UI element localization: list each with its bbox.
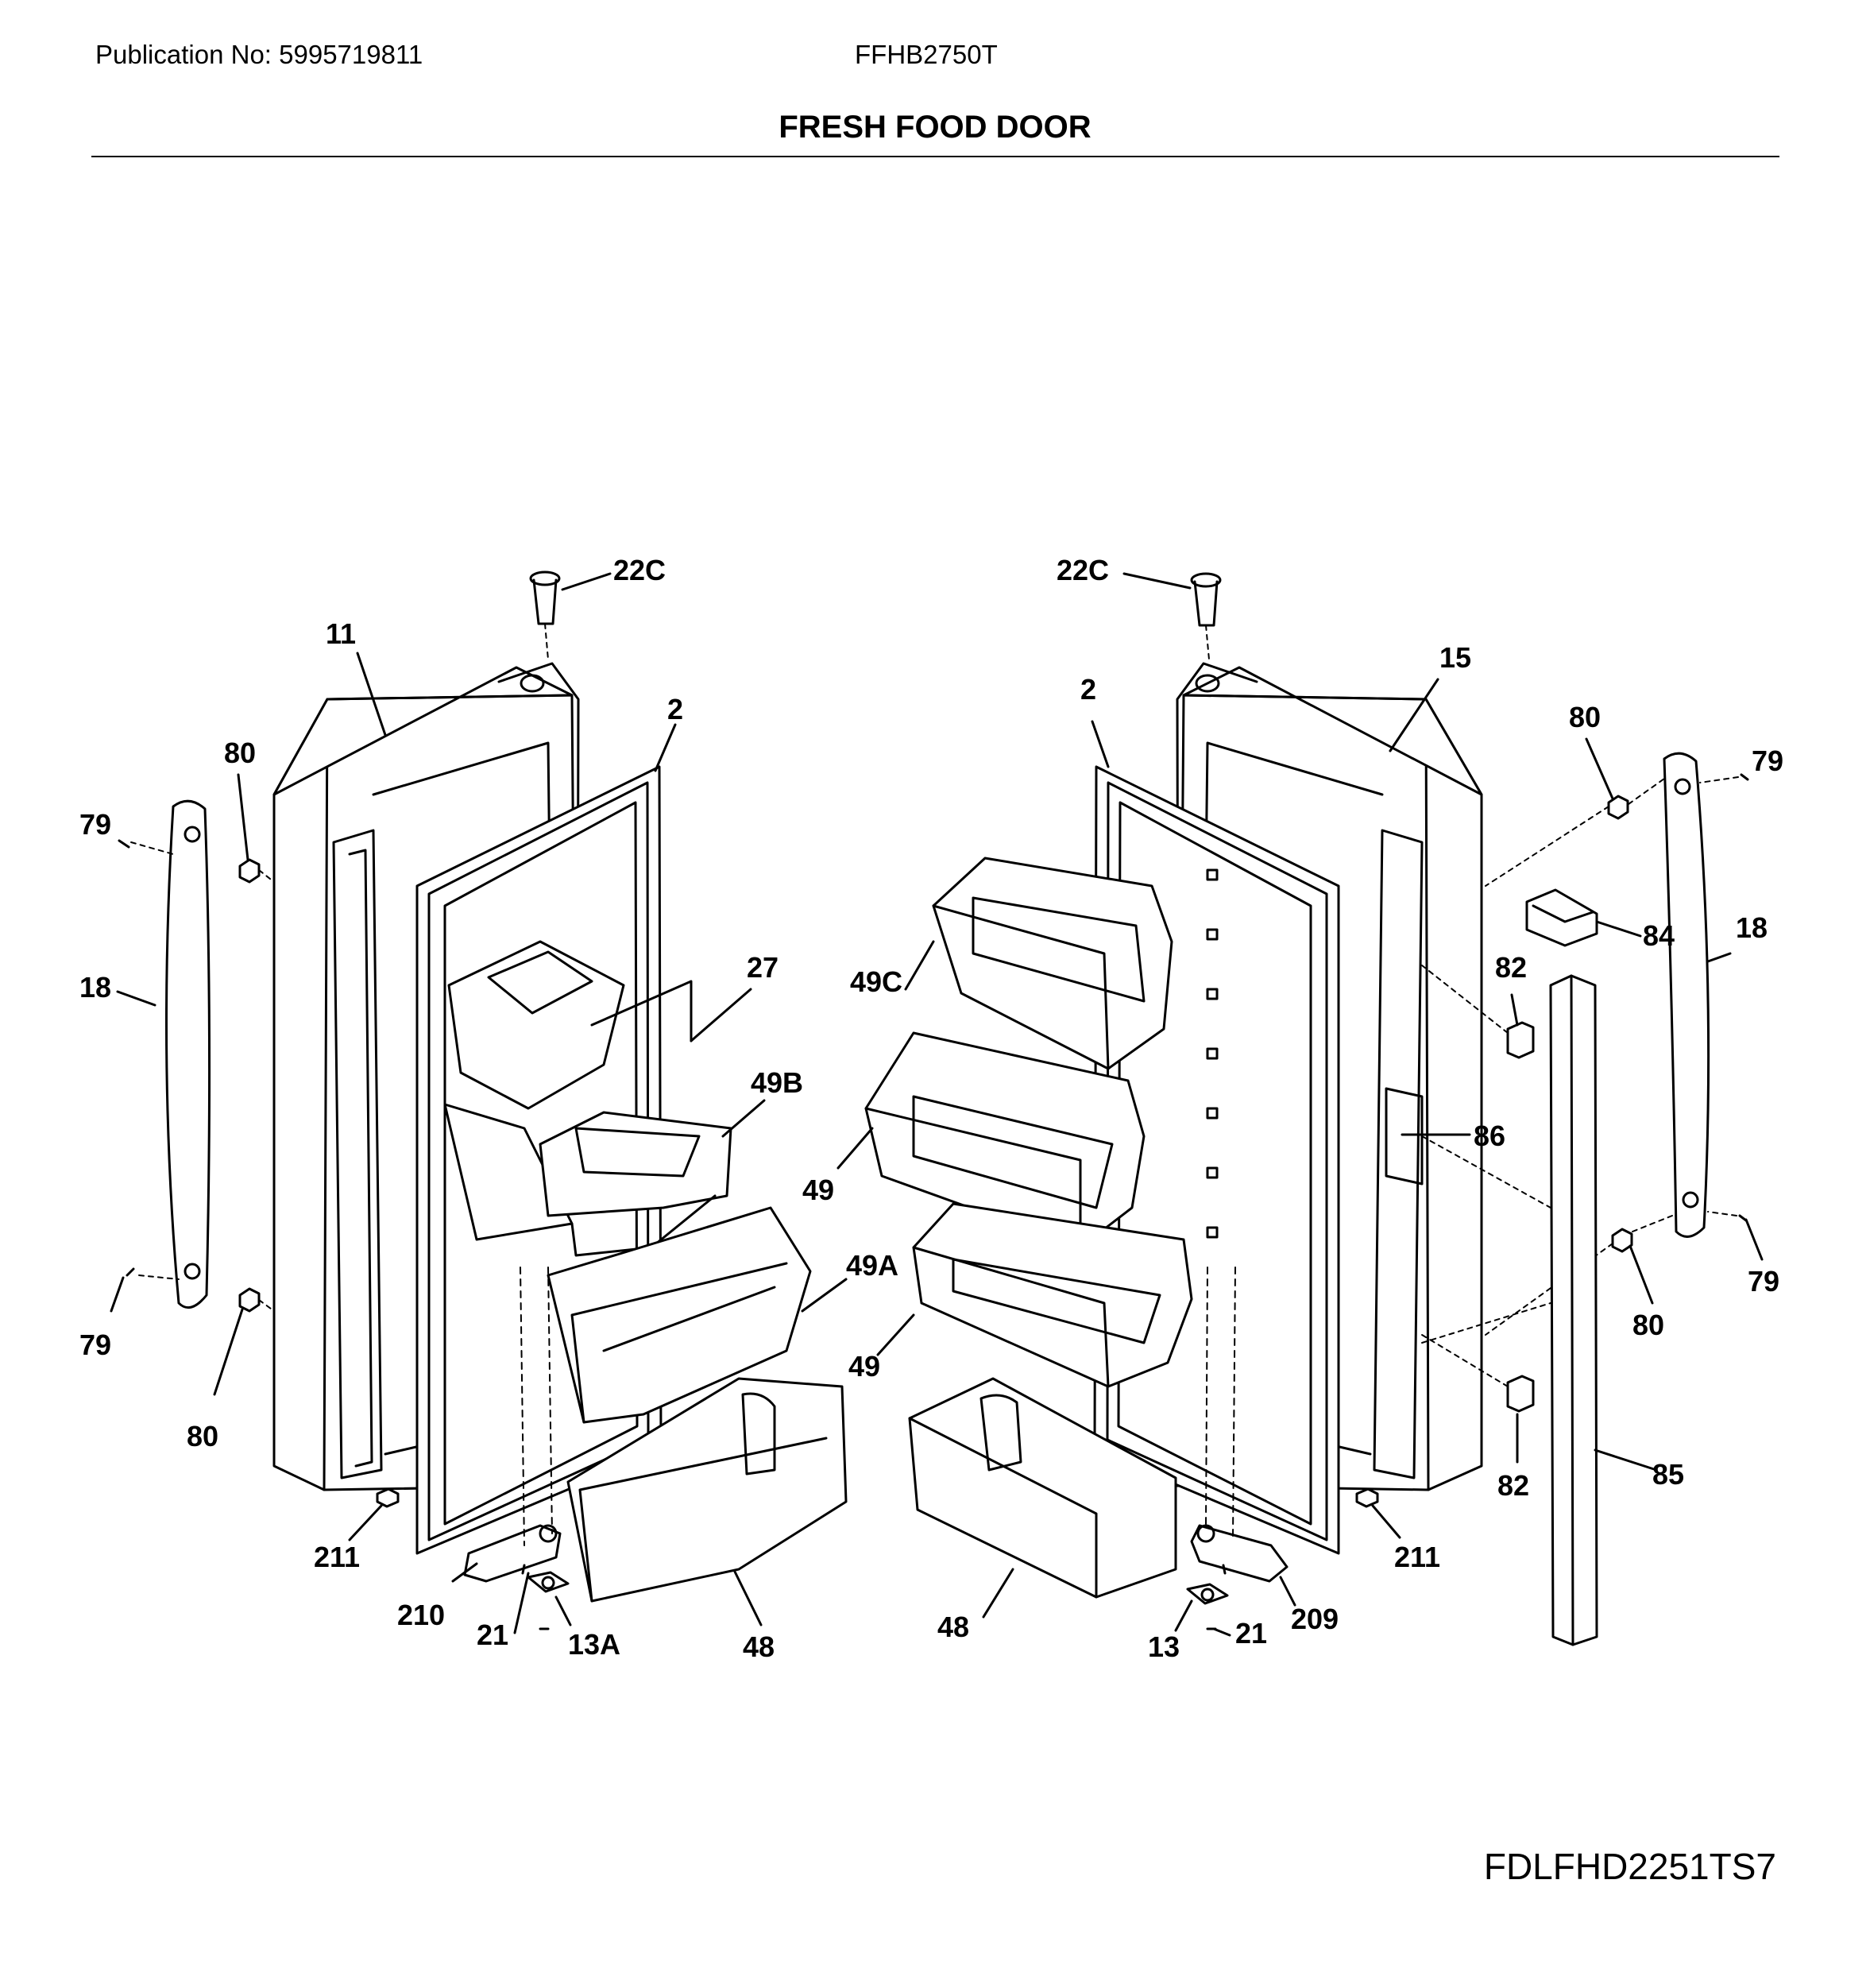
drawing-reference-code: FDLFHD2251TS7 <box>1483 1846 1776 1887</box>
callout-86: 86 <box>1474 1120 1505 1152</box>
publication-number: Publication No: 5995719811 <box>95 40 423 69</box>
clip-211-right <box>1355 1487 1379 1508</box>
bracket-84 <box>1525 888 1598 947</box>
callout-49b: 49B <box>751 1066 803 1099</box>
callout-2-right: 2 <box>1080 673 1096 706</box>
callout-49a: 49A <box>846 1249 898 1282</box>
cap-22c-left <box>529 570 561 660</box>
callout-15: 15 <box>1439 641 1471 674</box>
leader-lines <box>110 572 1764 1637</box>
clip-82-top <box>1421 965 1535 1059</box>
callout-27: 27 <box>747 951 779 984</box>
callout-210: 210 <box>397 1599 445 1631</box>
bushing-13a <box>527 1571 570 1593</box>
callout-21-right: 21 <box>1235 1617 1267 1650</box>
callout-13: 13 <box>1148 1630 1180 1663</box>
handle-18-left <box>164 799 211 1309</box>
callout-80-bottom-right: 80 <box>1632 1309 1664 1341</box>
callout-80-top-right: 80 <box>1569 701 1601 733</box>
callout-211-left: 211 <box>314 1541 360 1573</box>
callout-11: 11 <box>326 617 356 650</box>
callout-22c-left: 22C <box>613 554 666 586</box>
callout-79-bottom-left: 79 <box>79 1329 111 1361</box>
left-dispenser-housing <box>443 940 625 1241</box>
bin-48-left <box>566 1377 848 1603</box>
callout-48-right: 48 <box>937 1611 969 1643</box>
callout-49-lower: 49 <box>848 1350 880 1383</box>
cap-22c-right <box>1190 572 1222 660</box>
callout-79-top-right: 79 <box>1752 745 1783 777</box>
callout-49-upper: 49 <box>802 1174 834 1206</box>
clip-82-bottom <box>1421 1334 1535 1413</box>
mullion-85 <box>1421 974 1598 1646</box>
callout-211-right: 211 <box>1394 1541 1440 1573</box>
bin-49-lower <box>912 1202 1193 1388</box>
callout-18-left: 18 <box>79 971 111 1004</box>
callout-21-left: 21 <box>477 1619 508 1651</box>
bin-48-right <box>908 1377 1177 1599</box>
bin-49c <box>932 857 1173 1070</box>
header-divider <box>91 156 1779 157</box>
clip-211-left <box>376 1487 400 1508</box>
left-dispenser-rod <box>590 980 693 1042</box>
callout-48-left: 48 <box>743 1630 775 1663</box>
left-hinge-axis <box>520 1267 553 1546</box>
bushing-13 <box>1186 1583 1229 1605</box>
right-hinge-axis <box>1205 1267 1236 1538</box>
pin-80-bottom-right <box>1485 1215 1673 1336</box>
bin-49a <box>547 1206 812 1424</box>
callout-80-bottom-left: 80 <box>187 1420 218 1452</box>
page-title: FRESH FOOD DOOR <box>779 110 1091 145</box>
callout-82-top: 82 <box>1495 951 1527 984</box>
bin-49b <box>539 1111 732 1257</box>
callout-13a: 13A <box>568 1628 620 1661</box>
screw-79-left <box>118 839 180 1280</box>
pin-80-top-left <box>238 858 275 884</box>
callout-79-top-left: 79 <box>79 808 111 841</box>
pin-80-top-right <box>1485 778 1665 887</box>
screw-21-left <box>521 1564 550 1630</box>
callout-labels: 22C 11 2 80 79 18 27 49B 49A 79 80 211 2… <box>79 554 1783 1663</box>
right-shelf-supports <box>1206 868 1219 1239</box>
callout-82-bottom: 82 <box>1497 1469 1529 1502</box>
callout-22c-right: 22C <box>1057 554 1109 586</box>
callout-79-bottom-right: 79 <box>1748 1265 1779 1298</box>
model-number: FFHB2750T <box>855 40 998 69</box>
callout-49c: 49C <box>850 965 902 998</box>
pin-80-bottom-left <box>238 1287 275 1313</box>
hinge-210 <box>463 1524 562 1583</box>
callout-18-right: 18 <box>1736 911 1768 944</box>
callout-85: 85 <box>1652 1458 1684 1491</box>
callout-2-left: 2 <box>667 693 683 725</box>
callout-209: 209 <box>1291 1603 1339 1635</box>
callout-80-top-left: 80 <box>224 737 256 769</box>
hinge-209 <box>1190 1524 1289 1583</box>
callout-84: 84 <box>1643 919 1675 952</box>
handle-18-right <box>1663 752 1710 1238</box>
bin-49-upper <box>864 1031 1146 1249</box>
